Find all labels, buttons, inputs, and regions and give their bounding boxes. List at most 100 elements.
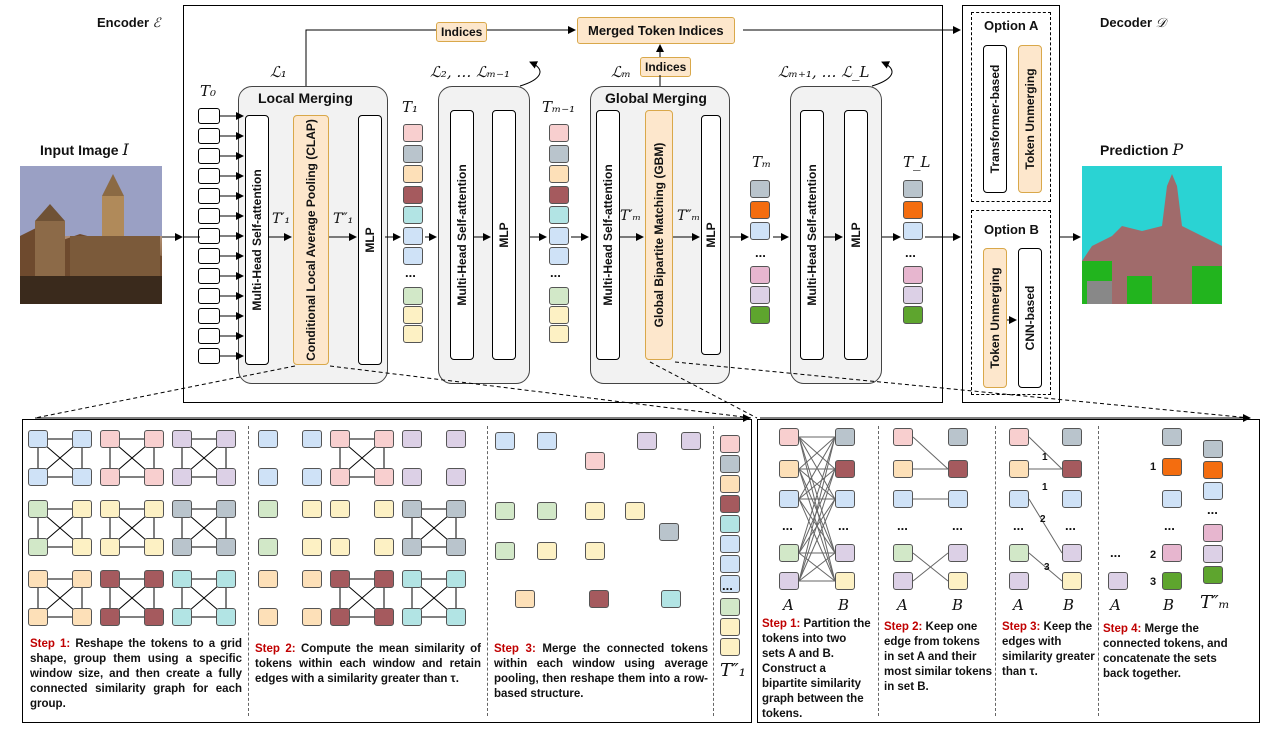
grid-token	[100, 430, 120, 448]
dots-lm-col: ...	[722, 578, 733, 593]
token	[750, 180, 770, 198]
grid-token	[172, 430, 192, 448]
set-a-token	[1108, 572, 1128, 590]
Tmpp-lower-label: T″ₘ	[1200, 592, 1230, 613]
token	[549, 206, 569, 224]
grid-token	[72, 538, 92, 556]
input-token	[198, 268, 220, 284]
grid-token	[374, 538, 394, 556]
set-b-token	[948, 428, 968, 446]
T1pp-token	[720, 555, 740, 573]
grid-token	[446, 570, 466, 588]
gm-separator-3	[1098, 426, 1099, 716]
grid-token	[330, 430, 350, 448]
set-b-token	[835, 460, 855, 478]
grid-token	[402, 538, 422, 556]
T0-label: T₀	[200, 82, 217, 100]
Tmpp-token	[1203, 482, 1223, 500]
set-b-token	[948, 572, 968, 590]
set-a-token	[893, 572, 913, 590]
merged-token	[659, 523, 679, 541]
grid-token	[72, 468, 92, 486]
grid-token	[100, 538, 120, 556]
merged-token	[585, 452, 605, 470]
grid-token	[446, 468, 466, 486]
merged-token-indices-box: Merged Token Indices	[577, 17, 735, 44]
grid-token	[302, 430, 322, 448]
token	[549, 185, 569, 204]
grid-token	[258, 430, 278, 448]
merged-token	[585, 542, 605, 560]
T1pp-label: T″₁	[333, 211, 354, 227]
input-token	[198, 168, 220, 184]
grid-token	[100, 608, 120, 626]
merged-token	[625, 502, 645, 520]
T1pp-token	[720, 495, 740, 513]
token	[403, 287, 423, 305]
token	[549, 144, 569, 163]
token	[549, 165, 569, 183]
mhsa-bar-4: Multi-Head Self-attention	[800, 110, 824, 360]
token	[903, 306, 923, 324]
input-token	[198, 348, 220, 364]
num-3-label: 3	[1150, 576, 1157, 588]
grid-token	[302, 570, 322, 588]
dots-gm2a: ...	[897, 518, 908, 533]
graph-edge	[798, 436, 836, 554]
Tmpp-label: T″ₘ	[677, 208, 701, 224]
step2-lm-caption: Step 2: Compute the mean similarity of t…	[255, 643, 481, 685]
grid-token	[172, 608, 192, 626]
L2-label: ℒ₂, … ℒₘ₋₁	[430, 63, 511, 81]
grid-token	[216, 500, 236, 518]
L1-label: ℒ₁	[270, 63, 287, 81]
T1pp-token	[720, 575, 740, 593]
merged-b-token	[1162, 428, 1182, 446]
cnn-based-bar: CNN-based	[1018, 248, 1042, 388]
set-a-token	[779, 490, 799, 508]
grid-token	[28, 570, 48, 588]
Tmpp-token	[1203, 524, 1223, 542]
token	[903, 286, 923, 304]
grid-token	[216, 538, 236, 556]
graph-edge	[798, 436, 836, 470]
grid-token	[172, 570, 192, 588]
option-a-label: Option A	[984, 18, 1039, 33]
grid-token	[446, 500, 466, 518]
set-a-token	[1009, 460, 1029, 478]
grid-token	[402, 500, 422, 518]
grid-token	[446, 538, 466, 556]
token	[750, 222, 770, 240]
Tm1-label: Tₘ₋₁	[542, 98, 576, 116]
grid-token	[28, 430, 48, 448]
set-b-token	[1062, 428, 1082, 446]
grid-token	[374, 500, 394, 518]
merged-token	[537, 542, 557, 560]
input-image	[20, 166, 162, 304]
option-b-label: Option B	[984, 222, 1039, 237]
merged-b-token	[1162, 490, 1182, 508]
grid-token	[72, 608, 92, 626]
encoder-frame	[183, 5, 943, 403]
set-a-token	[893, 460, 913, 478]
grid-token	[172, 468, 192, 486]
dots-gm1a: ...	[782, 518, 793, 533]
dots-gm4c: ...	[1207, 502, 1218, 517]
grid-token	[446, 608, 466, 626]
set-b-token	[1062, 572, 1082, 590]
graph-edge	[798, 468, 836, 582]
num-2-label: 2	[1150, 549, 1157, 561]
graph-edge	[798, 436, 836, 500]
grid-token	[28, 538, 48, 556]
gm-separator-1	[878, 426, 879, 716]
lm-separator-2	[487, 426, 488, 716]
grid-token	[258, 468, 278, 486]
step3-gm-caption: Step 3: Keep the edges with similarity g…	[1002, 621, 1095, 678]
input-token	[198, 128, 220, 144]
castle-photo-icon	[20, 166, 162, 304]
num-1-label: 1	[1150, 461, 1157, 473]
prediction-image	[1082, 166, 1222, 304]
transformer-based-bar: Transformer-based	[983, 45, 1007, 193]
token	[903, 201, 923, 219]
merged-token	[637, 432, 657, 450]
T1pp-token	[720, 435, 740, 453]
